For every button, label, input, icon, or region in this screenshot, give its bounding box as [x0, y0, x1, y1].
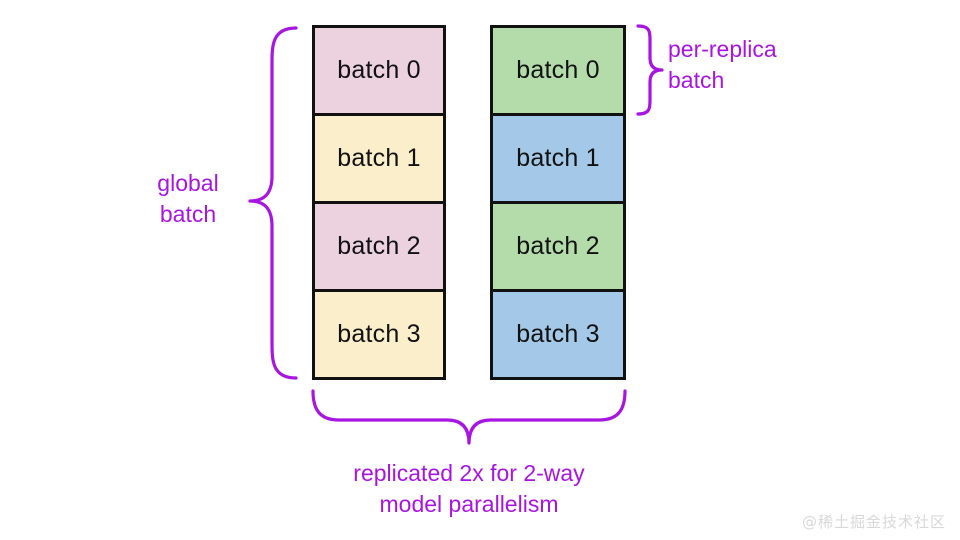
right-column: batch 0 batch 1 batch 2 batch 3 — [490, 25, 626, 380]
replicated-brace — [311, 389, 627, 445]
batch-cell: batch 0 — [315, 28, 443, 116]
batch-cell: batch 0 — [493, 28, 623, 116]
batch-cell: batch 1 — [315, 116, 443, 204]
batch-cell: batch 1 — [493, 116, 623, 204]
batch-cell: batch 3 — [315, 292, 443, 377]
batch-cell: batch 2 — [315, 204, 443, 292]
replicated-label: replicated 2x for 2-way model parallelis… — [353, 460, 585, 517]
batch-cell: batch 3 — [493, 292, 623, 377]
watermark: @稀土掘金技术社区 — [801, 513, 946, 531]
batch-cell: batch 2 — [493, 204, 623, 292]
left-column: batch 0 batch 1 batch 2 batch 3 — [312, 25, 446, 380]
global-batch-label: global batch — [157, 170, 219, 227]
per-replica-batch-label: per-replica batch — [668, 36, 777, 93]
per-replica-brace — [636, 24, 664, 116]
